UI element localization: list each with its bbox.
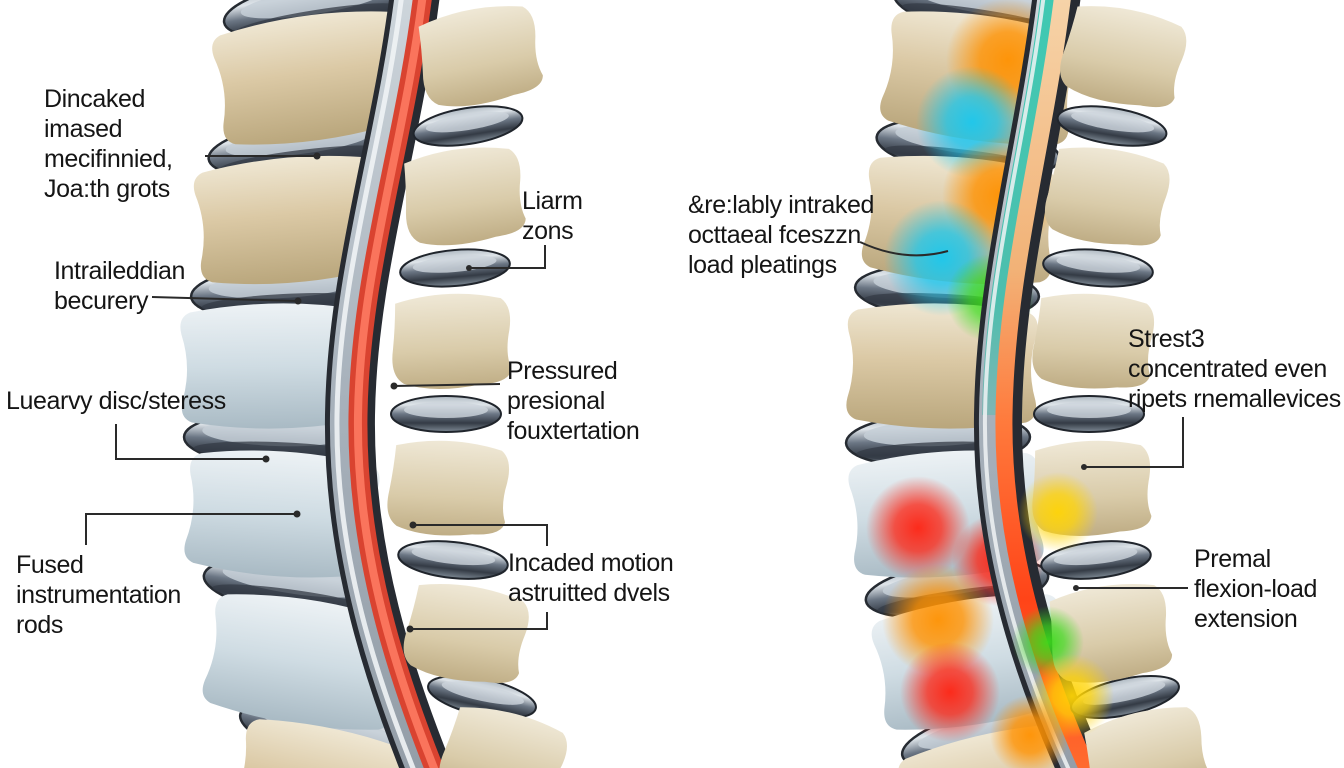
- leader-dots: [262, 152, 1087, 633]
- leader-line: [151, 296, 299, 302]
- annotation-line: Fused: [16, 551, 84, 579]
- heat-spot-yellow: [1018, 472, 1098, 552]
- annotation-line: concentrated even: [1128, 355, 1327, 383]
- annotation-disc-stress: Luearvy disc/steress: [6, 386, 226, 416]
- annotation-line: Intraileddian: [54, 257, 186, 285]
- posterior-process: [389, 290, 514, 392]
- annotation-line: Strest3: [1128, 325, 1205, 353]
- annotation-pressured: Pressured presional fouxtertation: [507, 356, 640, 446]
- heat-spot-red: [900, 642, 1000, 742]
- annotation-stress-concentrated: Strest3 concentrated even ripets rnemall…: [1128, 324, 1341, 414]
- facet-joint: [1040, 244, 1156, 292]
- annotation-line: Luearvy disc/steress: [6, 387, 226, 415]
- annotation-line: presional: [507, 387, 605, 415]
- posterior-process: [1055, 0, 1191, 115]
- posterior-process: [385, 437, 511, 539]
- annotation-line: ripets rnemallevices: [1128, 385, 1341, 413]
- leader-line: [393, 383, 501, 387]
- posterior-process: [397, 140, 530, 252]
- posterior-process: [1041, 141, 1173, 252]
- annotation-mid-left: Intraileddian becurery: [54, 256, 185, 316]
- annotation-intraked-load: &re:lably intraked octtaeal fceszzn load…: [688, 190, 874, 280]
- annotation-line: Premal: [1194, 545, 1271, 573]
- annotation-line: Dincaked: [44, 85, 146, 113]
- annotation-top-left: Dincaked imased mecifinnied, Joa:th grot…: [44, 84, 173, 204]
- annotation-line: &re:lably intraked: [688, 191, 874, 219]
- annotation-line: becurery: [54, 287, 149, 315]
- facet-joint: [390, 395, 502, 433]
- annotation-line: Liarm: [522, 187, 583, 215]
- leader-line: [115, 424, 266, 460]
- annotation-motion-levels: Incaded motion astruitted dvels: [508, 548, 674, 608]
- facet-joint: [1053, 98, 1171, 154]
- channel-teal-band: [982, 0, 1057, 416]
- leader-line: [468, 245, 546, 269]
- annotation-line: zons: [522, 217, 574, 245]
- annotation-line: flexion-load: [1194, 575, 1318, 603]
- leader-line: [410, 612, 548, 630]
- annotation-fused-rods: Fused instrumentation rods: [16, 550, 181, 640]
- annotation-line: Pressured: [507, 357, 618, 385]
- annotation-flexion-load: Premal flexion-load extension: [1194, 544, 1317, 634]
- annotation-line: astruitted dvels: [508, 579, 670, 607]
- facet-joint: [409, 98, 527, 154]
- annotation-line: rods: [16, 611, 64, 639]
- heat-spot-orange: [990, 695, 1070, 768]
- right-spine-illustration: [843, 0, 1217, 768]
- annotation-line: fouxtertation: [507, 417, 640, 445]
- leader-lines: [85, 152, 1188, 633]
- annotation-line: instrumentation: [16, 581, 181, 609]
- leader-line: [85, 513, 297, 545]
- annotation-line: Joa:th grots: [44, 175, 170, 203]
- heat-spot-red: [866, 476, 970, 580]
- leader-line: [1084, 417, 1184, 468]
- annotation-line: imased: [44, 115, 123, 143]
- annotation-line: extension: [1194, 605, 1298, 633]
- facet-joint: [395, 535, 511, 585]
- left-spine-illustration: [179, 0, 573, 768]
- leader-line: [413, 524, 548, 546]
- annotation-line: load pleatings: [688, 251, 837, 279]
- annotation-line: Incaded motion: [508, 549, 674, 577]
- annotation-line: octtaeal fceszzn: [688, 221, 861, 249]
- left-spinal-cord: [324, 0, 453, 768]
- stress-heatmap-posterior: [990, 472, 1114, 768]
- annotation-liarm-zones: Liarm zons: [522, 186, 583, 246]
- annotation-line: mecifinnied,: [44, 145, 173, 173]
- leader-line-curved: [859, 241, 949, 257]
